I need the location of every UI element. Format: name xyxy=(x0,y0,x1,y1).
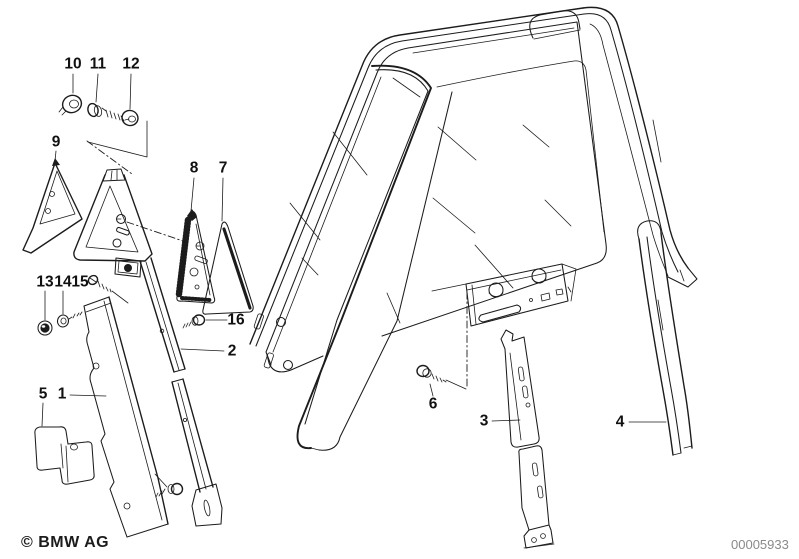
glass-reflections xyxy=(289,77,664,331)
glass-lift-channel xyxy=(431,263,577,327)
fastener-nut-12 xyxy=(121,109,139,127)
fastener-rivet-10 xyxy=(58,94,83,116)
lifter-bracket xyxy=(500,329,555,549)
callout-leader-7 xyxy=(221,177,224,222)
rear-window-guide xyxy=(637,220,693,456)
copyright-text: © BMW AG xyxy=(21,534,110,551)
glazing-triangle xyxy=(202,221,254,315)
callout-label-11: 11 xyxy=(90,56,107,73)
fastener-bolt-16 xyxy=(182,314,206,329)
callout-label-5: 5 xyxy=(39,386,48,403)
alignment-lines xyxy=(86,120,468,390)
window-frame-outline xyxy=(249,6,698,347)
callout-leader-8 xyxy=(190,177,195,212)
fastener-screw-15 xyxy=(87,274,129,304)
fastener-washer-14 xyxy=(56,311,83,328)
clamp-bracket xyxy=(34,426,95,485)
callout-label-9: 9 xyxy=(52,134,61,151)
image-number: 00005933 xyxy=(731,537,789,552)
covering-strip xyxy=(83,296,169,538)
callout-leader-1 xyxy=(69,394,107,397)
callout-label-4: 4 xyxy=(616,414,625,431)
callout-leader-3 xyxy=(491,419,521,422)
callout-leader-2 xyxy=(180,348,225,352)
callout-label-13: 13 xyxy=(36,274,54,291)
callout-label-16: 16 xyxy=(227,312,245,329)
fastener-screw-6 xyxy=(416,364,447,383)
callout-label-8: 8 xyxy=(190,160,199,177)
callout-leader-9 xyxy=(54,150,57,162)
gasket-triangle xyxy=(175,209,216,304)
callout-label-7: 7 xyxy=(219,160,228,177)
callout-label-14: 14 xyxy=(54,274,72,291)
callout-label-2: 2 xyxy=(228,343,237,360)
callout-label-15: 15 xyxy=(71,274,89,291)
callout-leader-12 xyxy=(129,73,132,110)
fastener-screw-lower xyxy=(154,473,184,498)
callout-label-3: 3 xyxy=(480,413,489,430)
callout-label-12: 12 xyxy=(122,56,139,73)
callout-leader-11 xyxy=(95,73,99,103)
fastener-cap-nut-13 xyxy=(37,320,53,336)
fastener-bolt-11 xyxy=(87,102,125,122)
callout-label-6: 6 xyxy=(429,396,438,413)
callout-leader-6 xyxy=(429,383,434,397)
callout-label-10: 10 xyxy=(64,56,81,73)
vent-frame-triangle xyxy=(22,158,83,254)
window-guide-frame xyxy=(73,168,223,527)
window-glass xyxy=(253,21,664,373)
callout-leader-5 xyxy=(41,402,44,427)
callout-label-1: 1 xyxy=(58,386,67,403)
division-bar xyxy=(296,64,453,451)
